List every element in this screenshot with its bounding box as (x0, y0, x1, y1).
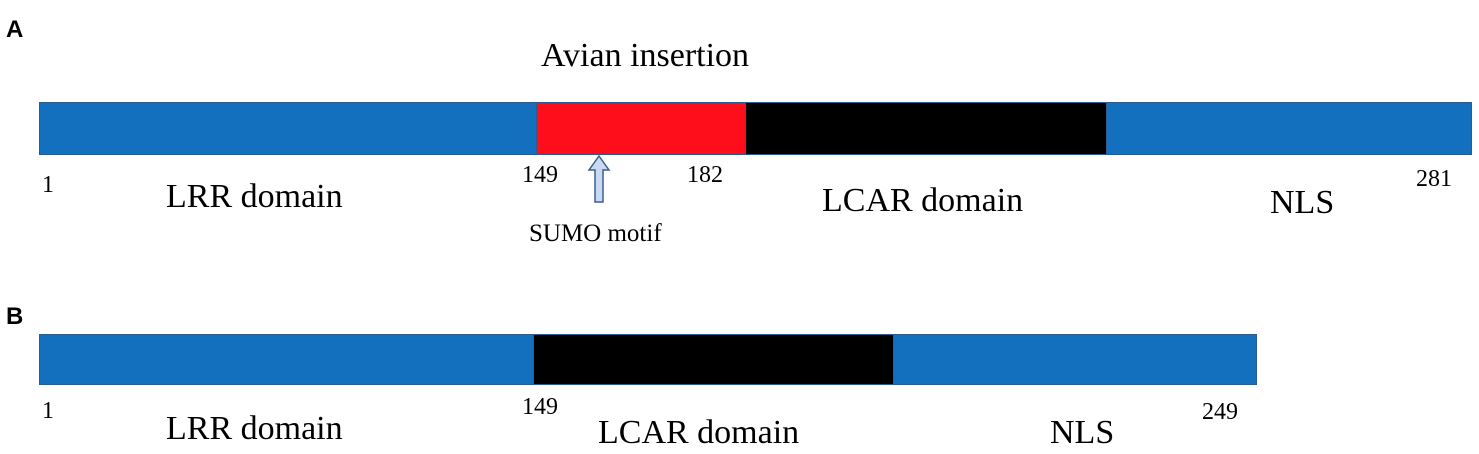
panel-a-nls-segment (1106, 102, 1472, 155)
panel-a-start-position: 1 (42, 172, 54, 198)
sumo-motif-label: SUMO motif (529, 220, 662, 247)
sumo-arrow-icon (587, 154, 611, 203)
panel-a-insertion-end-position: 182 (687, 162, 723, 188)
panel-a-lrr-label: LRR domain (166, 178, 343, 215)
panel-a-lcar-label: LCAR domain (822, 182, 1024, 219)
panel-b-nls-segment (893, 334, 1257, 385)
panel-a-nls-label: NLS (1270, 184, 1335, 221)
avian-insertion-label: Avian insertion (541, 37, 750, 74)
panel-b-lcar-start-position: 149 (522, 394, 558, 420)
panel-b-start-position: 1 (42, 398, 54, 424)
panel-b-lrr-label: LRR domain (166, 410, 343, 447)
panel-a-insertion-start-position: 149 (522, 162, 558, 188)
panel-b-end-position: 249 (1202, 399, 1238, 425)
panel-b-letter: B (6, 303, 24, 330)
panel-a-end-position: 281 (1416, 166, 1452, 192)
panel-a-lrr-segment (39, 102, 537, 155)
panel-a-letter: A (6, 16, 24, 43)
panel-a-lcar-segment (745, 102, 1107, 155)
panel-b-nls-label: NLS (1050, 414, 1115, 451)
panel-a-insertion-segment (536, 102, 746, 155)
panel-b-lcar-segment (533, 334, 894, 385)
panel-b-lcar-label: LCAR domain (598, 414, 800, 451)
panel-b-lrr-segment (39, 334, 534, 385)
